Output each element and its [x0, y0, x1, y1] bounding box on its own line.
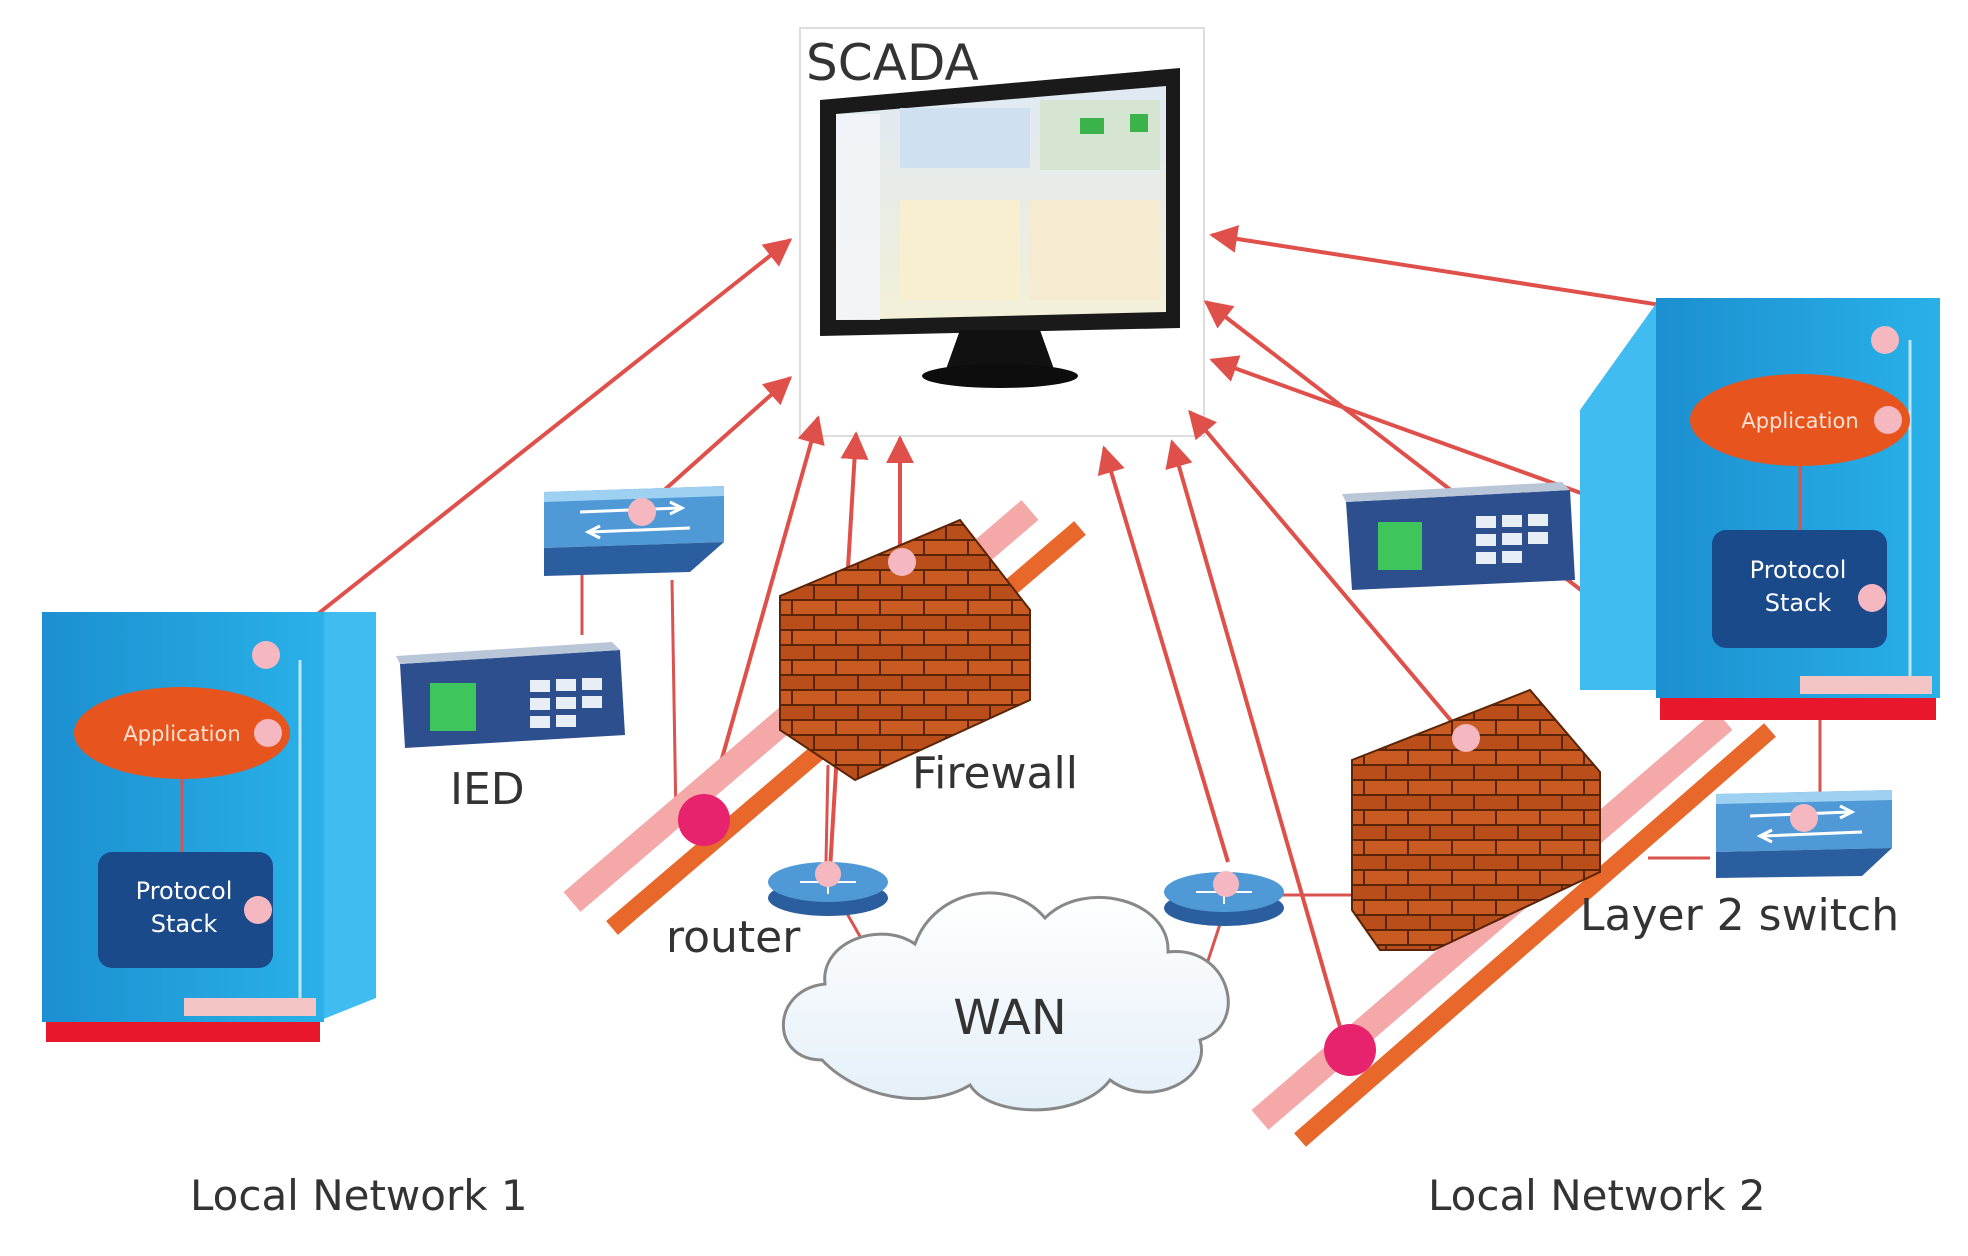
firewall-port-dot: [1452, 724, 1480, 752]
ied-device-right: [1342, 482, 1575, 590]
local-network-2-label: Local Network 2: [1428, 1171, 1766, 1220]
firewall-ln1: Firewall: [779, 518, 1078, 799]
link-firewall-router-ln1: [824, 764, 830, 863]
protocol-port-dot: [1858, 584, 1886, 612]
application-port-dot: [254, 719, 282, 747]
arrow-ln1-node: [264, 238, 793, 657]
firewall-ln2: [1351, 688, 1601, 951]
protocol-port-dot: [244, 896, 272, 924]
protocol-label-line1: Protocol: [1750, 556, 1847, 584]
protocol-label-line1: Protocol: [136, 877, 233, 905]
node-base: [46, 1022, 320, 1042]
firewall-label: Firewall: [912, 748, 1078, 799]
cloud-icon: [781, 891, 1230, 1112]
wan-label: WAN: [953, 990, 1067, 1046]
arrow-firewall-ln2: [1188, 409, 1466, 738]
switch-port-dot: [1790, 804, 1818, 832]
scada-label: SCADA: [806, 34, 979, 92]
node-port-dot: [1871, 326, 1899, 354]
layer2-switch: Layer 2 switch: [1580, 790, 1899, 941]
application-label: Application: [123, 722, 240, 746]
router-ln1: router: [666, 861, 888, 963]
bus-ln2-tap-dot: [1324, 1024, 1376, 1076]
router-label: router: [666, 912, 801, 963]
ied-label: IED: [450, 764, 525, 815]
arrow-router-wan: [1097, 445, 1230, 863]
protocol-stack-box: [98, 852, 273, 968]
firewall-bricks-icon: [779, 518, 1031, 782]
router-port-dot: [1213, 871, 1239, 897]
switch-port-dot: [628, 498, 656, 526]
local-network-2-node: Application Protocol Stack: [1580, 298, 1940, 720]
protocol-label-line2: Stack: [1765, 589, 1832, 617]
ied-device-left: IED: [396, 642, 625, 815]
protocol-stack-box: [1712, 530, 1887, 648]
node-base: [1660, 698, 1936, 720]
local-network-1-label: Local Network 1: [190, 1171, 528, 1220]
scada-station: SCADA: [799, 27, 1205, 437]
router-ln2: [1164, 871, 1284, 926]
ethernet-switch-left: [544, 486, 724, 576]
bus-ln2-dark: [1294, 723, 1776, 1147]
bus-ln1-tap-dot: [678, 794, 730, 846]
node-port-dot: [252, 641, 280, 669]
ied-screen: [1378, 522, 1422, 570]
arrow-bus-ln1-a: [704, 415, 825, 816]
router-port-dot: [815, 861, 841, 887]
application-port-dot: [1874, 406, 1902, 434]
protocol-label-line2: Stack: [151, 910, 218, 938]
application-oval: [1690, 374, 1910, 466]
node-side-panel: [1580, 298, 1660, 690]
firewall-port-dot: [888, 548, 916, 576]
application-oval: [74, 687, 290, 779]
link-switch-bus-ln1: [670, 579, 678, 821]
wan-cloud: WAN: [781, 891, 1230, 1112]
ied-screen: [430, 683, 476, 731]
monitor-icon: [820, 68, 1180, 388]
node-port-strip: [1800, 676, 1932, 694]
layer2-switch-label: Layer 2 switch: [1580, 890, 1899, 941]
arrow-bus-ln2: [1165, 439, 1348, 1049]
node-port-strip: [184, 998, 316, 1016]
application-label: Application: [1741, 409, 1858, 433]
firewall-bricks-icon: [1351, 688, 1601, 951]
local-network-1-node: Application Protocol Stack: [42, 612, 376, 1042]
